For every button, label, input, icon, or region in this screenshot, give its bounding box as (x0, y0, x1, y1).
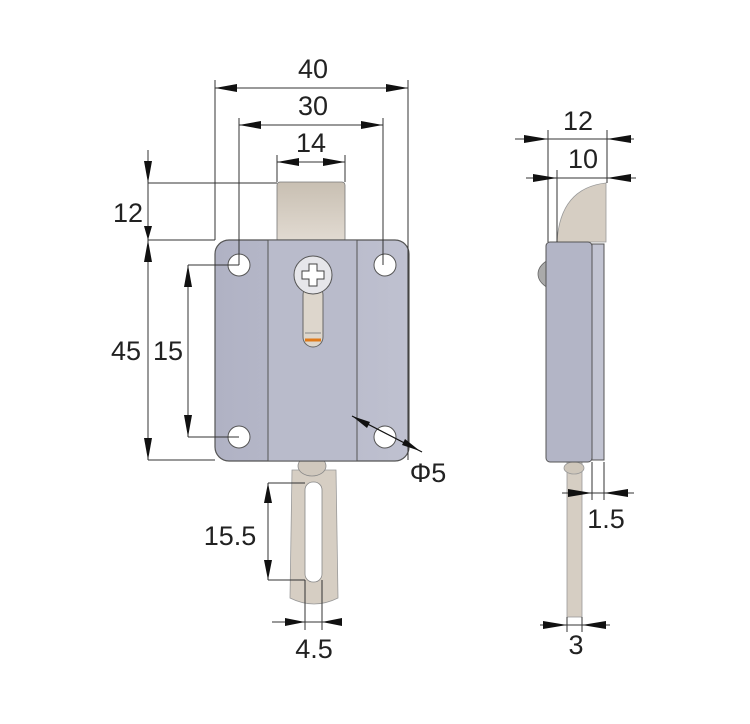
dim-bolt-width: 14 (296, 128, 326, 158)
dim-plate-thickness: 1.5 (587, 504, 625, 534)
side-bolt (556, 182, 607, 243)
front-dimensions: 40 30 14 12 45 15 Φ5 (111, 54, 446, 664)
side-body (545, 241, 593, 463)
side-plate (591, 243, 605, 461)
screw-icon (293, 255, 333, 295)
side-bar (566, 461, 583, 618)
bottom-bolt (289, 455, 339, 605)
dim-bar-thickness: 3 (568, 630, 583, 660)
dim-overall-height: 45 (111, 336, 141, 366)
side-dimensions: 12 10 1.5 3 (515, 106, 636, 660)
side-view (537, 182, 607, 618)
dim-hole-spacing-height: 15 (153, 336, 183, 366)
dim-overall-width: 40 (298, 54, 328, 84)
dim-bolt-projection: 12 (113, 198, 143, 228)
front-view (214, 181, 410, 605)
dim-hole-diameter: Φ5 (410, 458, 447, 488)
dim-slot-bar-width: 4.5 (295, 634, 333, 664)
dim-slot-length: 15.5 (204, 521, 257, 551)
dim-overall-depth: 12 (563, 106, 593, 136)
dim-bolt-depth: 10 (568, 144, 598, 174)
mounting-hole (373, 425, 397, 449)
mounting-hole (373, 253, 397, 277)
top-bolt (276, 181, 346, 243)
dim-hole-spacing-width: 30 (298, 91, 328, 121)
